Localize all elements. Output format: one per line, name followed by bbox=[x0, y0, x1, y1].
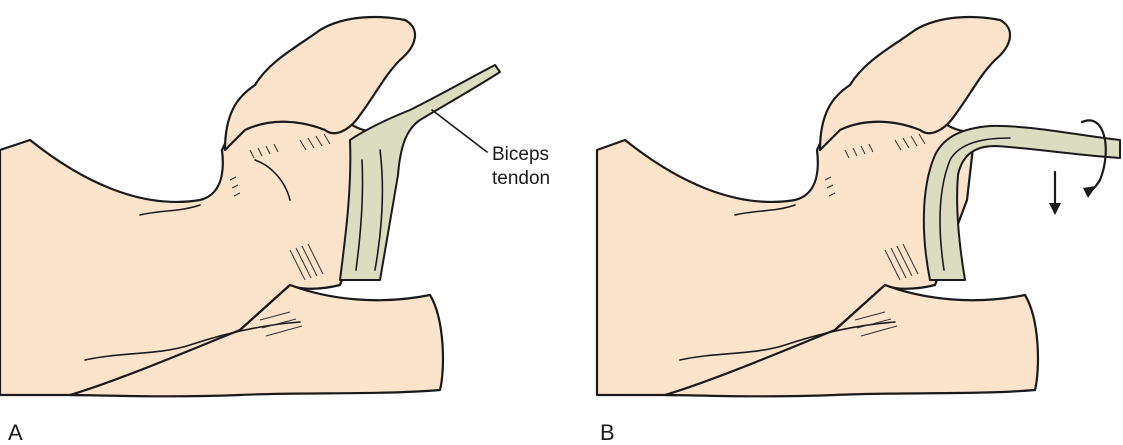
panel-b-down-arrowhead bbox=[1049, 203, 1061, 215]
panel-b-letter: B bbox=[600, 420, 615, 445]
panel-a-tendon-label-line2: tendon bbox=[492, 168, 550, 189]
panel-b-biceps-tendon bbox=[924, 126, 1120, 280]
panel-b: B bbox=[597, 17, 1120, 445]
panel-a-label-leader bbox=[432, 110, 487, 152]
panel-b-rotation-arrowhead bbox=[1083, 186, 1096, 198]
panel-a-letter: A bbox=[8, 420, 23, 445]
panel-a-tendon-label-line1: Biceps bbox=[492, 144, 549, 165]
panel-a: Biceps tendon A bbox=[0, 17, 550, 445]
